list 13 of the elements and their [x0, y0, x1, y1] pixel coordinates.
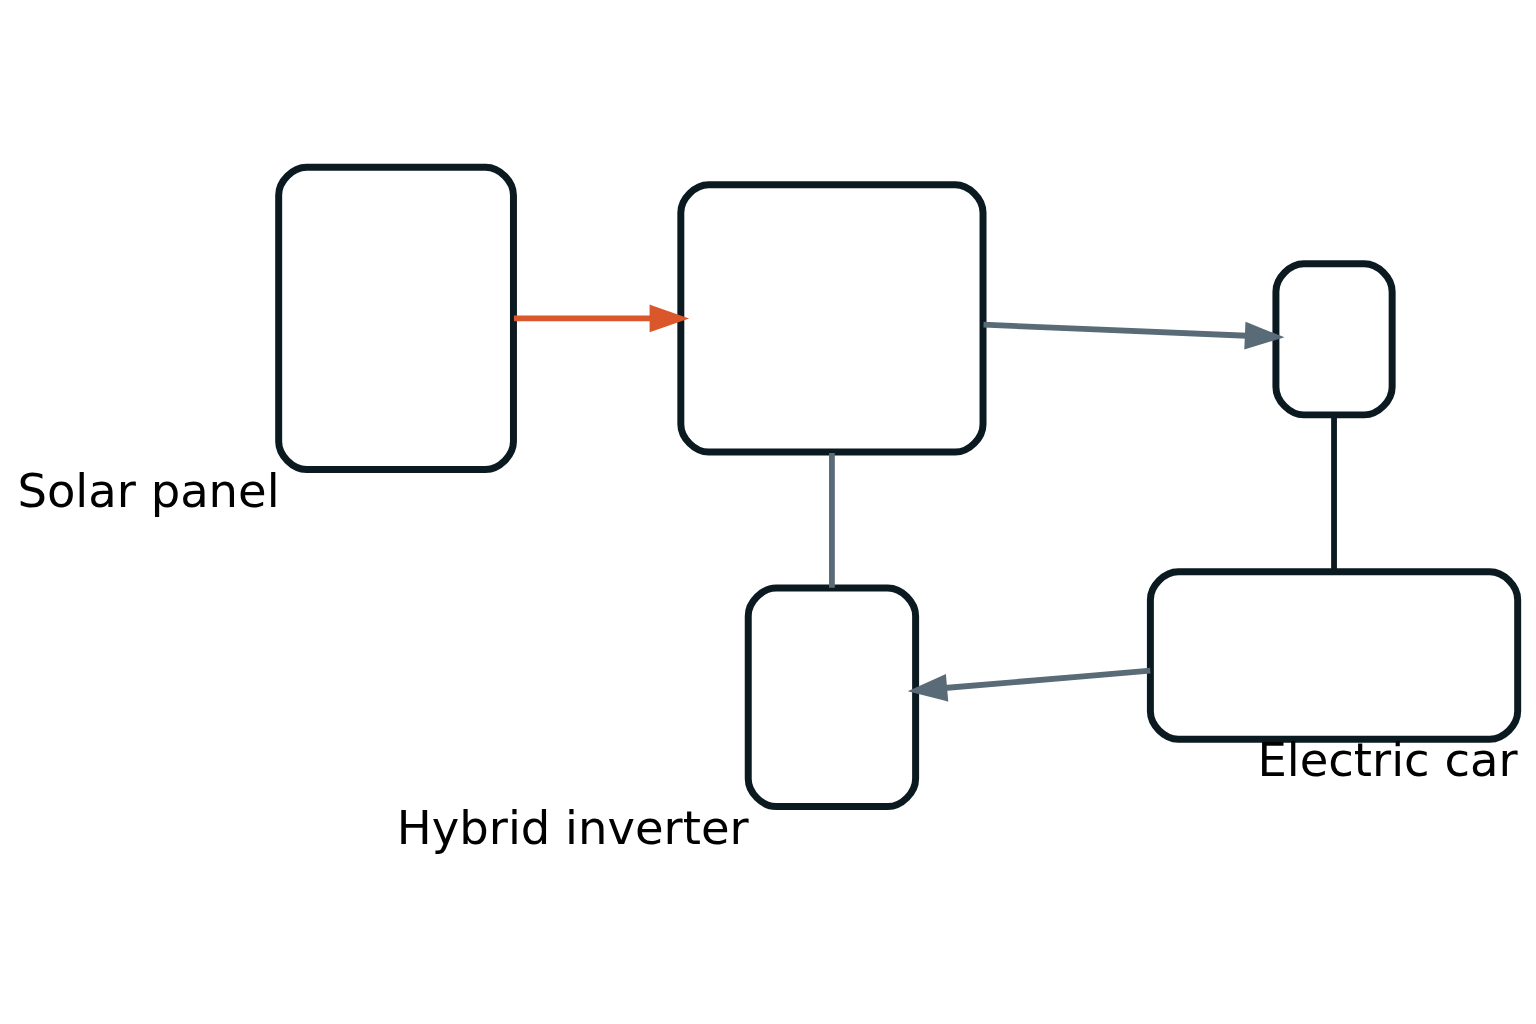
node-label: Hybrid inverter — [396, 800, 749, 855]
node-box — [1272, 259, 1396, 418]
node-box — [744, 584, 920, 810]
arrow — [983, 321, 1285, 349]
node-box — [275, 163, 517, 473]
node-label: Electric car — [1257, 732, 1518, 787]
node-box — [677, 180, 987, 456]
arrow — [513, 304, 690, 332]
node-box — [1146, 567, 1522, 743]
node-label: Solar panel — [17, 463, 280, 518]
connector — [829, 452, 835, 588]
connector — [1331, 415, 1337, 571]
arrow — [907, 667, 1151, 702]
